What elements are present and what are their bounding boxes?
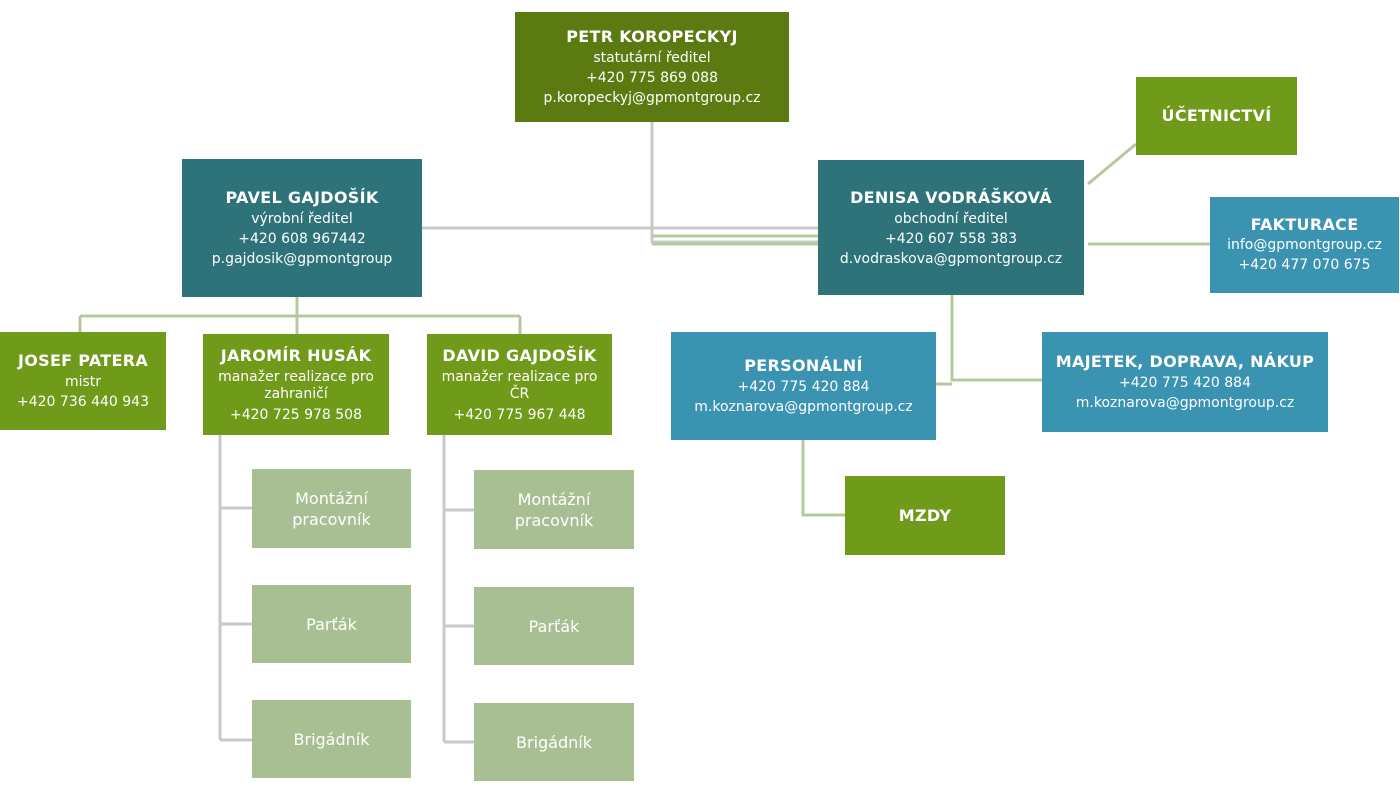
node-phone: +420 608 967442 [238,231,366,247]
node-name: JOSEF PATERA [17,351,149,370]
node-phone: +420 775 869 088 [586,70,718,86]
node-phone: +420 775 420 884 [1119,375,1251,391]
node-josef-patera: JOSEF PATERA mistr +420 736 440 943 [0,332,166,430]
node-phone: +420 775 967 448 [453,406,586,423]
node-ucetnictvi: ÚČETNICTVÍ [1136,77,1297,155]
node-email: m.koznarova@gpmontgroup.cz [694,399,913,415]
node-name: ÚČETNICTVÍ [1161,106,1272,125]
node-label: Parťák [528,616,580,636]
node-name: PETR KOROPECKYJ [566,27,738,46]
node-name: DENISA VODRÁŠKOVÁ [850,187,1052,207]
node-label-line1: Montážní [517,489,591,509]
node-majetek-doprava-nakup: MAJETEK, DOPRAVA, NÁKUP +420 775 420 884… [1042,332,1328,432]
node-role-line2: zahraničí [264,385,328,402]
connector-denisa-ucetnictvi [1087,142,1137,186]
node-email: p.koropeckyj@gpmontgroup.cz [543,90,761,106]
node-phone: +420 775 420 884 [737,379,870,395]
node-jaromir-husak: JAROMÍR HUSÁK manažer realizace pro zahr… [203,334,389,435]
node-role-line1: manažer realizace pro [218,368,374,385]
node-name: FAKTURACE [1250,215,1359,234]
connector-denisa-down [950,295,1042,382]
connector-petr-denisa [650,122,818,244]
node-name: PAVEL GAJDOŠÍK [225,188,379,207]
node-name: MZDY [898,505,952,525]
node-name: MAJETEK, DOPRAVA, NÁKUP [1055,352,1315,371]
node-phone: +420 607 558 383 [885,230,1017,247]
node-david-montazni-pracovnik: Montážní pracovník [474,470,634,549]
node-label: Brigádník [516,732,592,752]
node-role: výrobní ředitel [251,211,353,227]
node-phone: +420 725 978 508 [230,406,362,423]
node-role-line1: manažer realizace pro [441,368,598,385]
node-role: mistr [64,374,102,390]
node-fakturace: FAKTURACE info@gpmontgroup.cz +420 477 0… [1210,197,1399,293]
node-phone: +420 736 440 943 [17,394,149,410]
connector-personalni-mzdy [801,440,845,517]
node-phone: +420 477 070 675 [1238,257,1371,273]
node-personalni: PERSONÁLNÍ +420 775 420 884 m.koznarova@… [671,332,936,440]
node-denisa-vodraskova: DENISA VODRÁŠKOVÁ obchodní ředitel +420 … [818,160,1084,295]
node-label: Parťák [306,614,357,634]
node-label-line2: pracovník [292,509,371,529]
node-david-brigadnik: Brigádník [474,703,634,781]
node-petr-koropeckyj: PETR KOROPECKYJ statutární ředitel +420 … [515,12,789,122]
node-jaromir-montazni-pracovnik: Montážní pracovník [252,469,411,548]
node-label: Brigádník [293,729,370,749]
node-role-line2: ČR [509,385,530,402]
node-email: m.koznarova@gpmontgroup.cz [1075,395,1295,411]
node-jaromir-brigadnik: Brigádník [252,700,411,778]
node-email: p.gajdosik@gpmontgroup [211,251,393,267]
node-david-gajdosik: DAVID GAJDOŠÍK manažer realizace pro ČR … [427,334,612,435]
node-email: info@gpmontgroup.cz [1227,237,1382,253]
node-role: obchodní ředitel [894,210,1008,227]
node-david-partak: Parťák [474,587,634,665]
node-pavel-gajdosik: PAVEL GAJDOŠÍK výrobní ředitel +420 608 … [182,159,422,297]
node-label-line1: Montážní [295,488,368,508]
node-name: PERSONÁLNÍ [744,356,863,375]
node-role: statutární ředitel [593,50,711,66]
node-email: d.vodraskova@gpmontgroup.cz [839,250,1063,267]
node-label-line2: pracovník [514,510,594,530]
node-name: JAROMÍR HUSÁK [220,345,372,365]
node-name: DAVID GAJDOŠÍK [442,345,597,365]
node-jaromir-partak: Parťák [252,585,411,663]
node-mzdy: MZDY [845,476,1005,555]
